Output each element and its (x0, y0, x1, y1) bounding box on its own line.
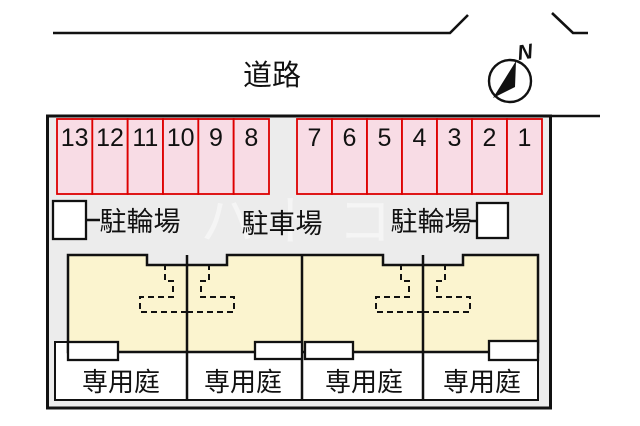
bicycle-parking-box-left (51, 199, 88, 241)
parking-stall (506, 118, 543, 195)
stall-number: 10 (167, 124, 195, 152)
porch (66, 340, 120, 362)
garden-label: 専用庭 (325, 367, 403, 397)
road-edge-line-left (53, 14, 469, 35)
road-label: 道路 (243, 59, 301, 92)
parking-stall-group-left: 13 12 11 10 9 8 (56, 118, 270, 195)
entrance-path (139, 264, 187, 313)
bicycle-parking-label-left: 駐輪場 (100, 207, 181, 237)
bicycle-parking-label-right: 駐輪場 (391, 207, 472, 237)
parking-stall-group-right: 7 6 5 4 3 2 1 (296, 118, 543, 195)
watermark: ハトコ (200, 192, 406, 252)
stall-number: 7 (308, 124, 322, 152)
bicycle-parking-box-right (475, 201, 510, 240)
porch (253, 340, 304, 361)
garden-label: 専用庭 (82, 367, 160, 397)
entrance-path (423, 264, 471, 313)
entrance-path (187, 264, 235, 313)
stall-number: 13 (61, 124, 89, 152)
parking-stall (56, 118, 94, 195)
entrance-path (375, 264, 423, 313)
compass-needle-icon (493, 61, 516, 98)
parking-stall (296, 118, 333, 195)
parking-stall (331, 118, 368, 195)
stall-number: 6 (343, 124, 357, 152)
road-edge-line-right (551, 12, 588, 35)
parking-stall (471, 118, 508, 195)
stall-number: 3 (448, 124, 462, 152)
stall-number: 8 (244, 124, 258, 152)
porch (303, 340, 355, 361)
stall-number: 9 (209, 124, 223, 152)
stall-number: 1 (518, 124, 532, 152)
parking-stall (366, 118, 403, 195)
stall-number: 2 (483, 124, 497, 152)
compass-icon: N (487, 40, 535, 104)
stall-number: 12 (96, 124, 124, 152)
car-parking-label: 駐車場 (242, 209, 323, 239)
porch (487, 339, 540, 362)
stall-number: 5 (378, 124, 392, 152)
stall-number: 11 (132, 124, 158, 152)
north-label: N (516, 40, 535, 65)
garden-label: 専用庭 (443, 367, 521, 397)
garden-label: 専用庭 (204, 367, 282, 397)
parking-stall (232, 118, 270, 195)
stall-number: 4 (413, 124, 427, 152)
